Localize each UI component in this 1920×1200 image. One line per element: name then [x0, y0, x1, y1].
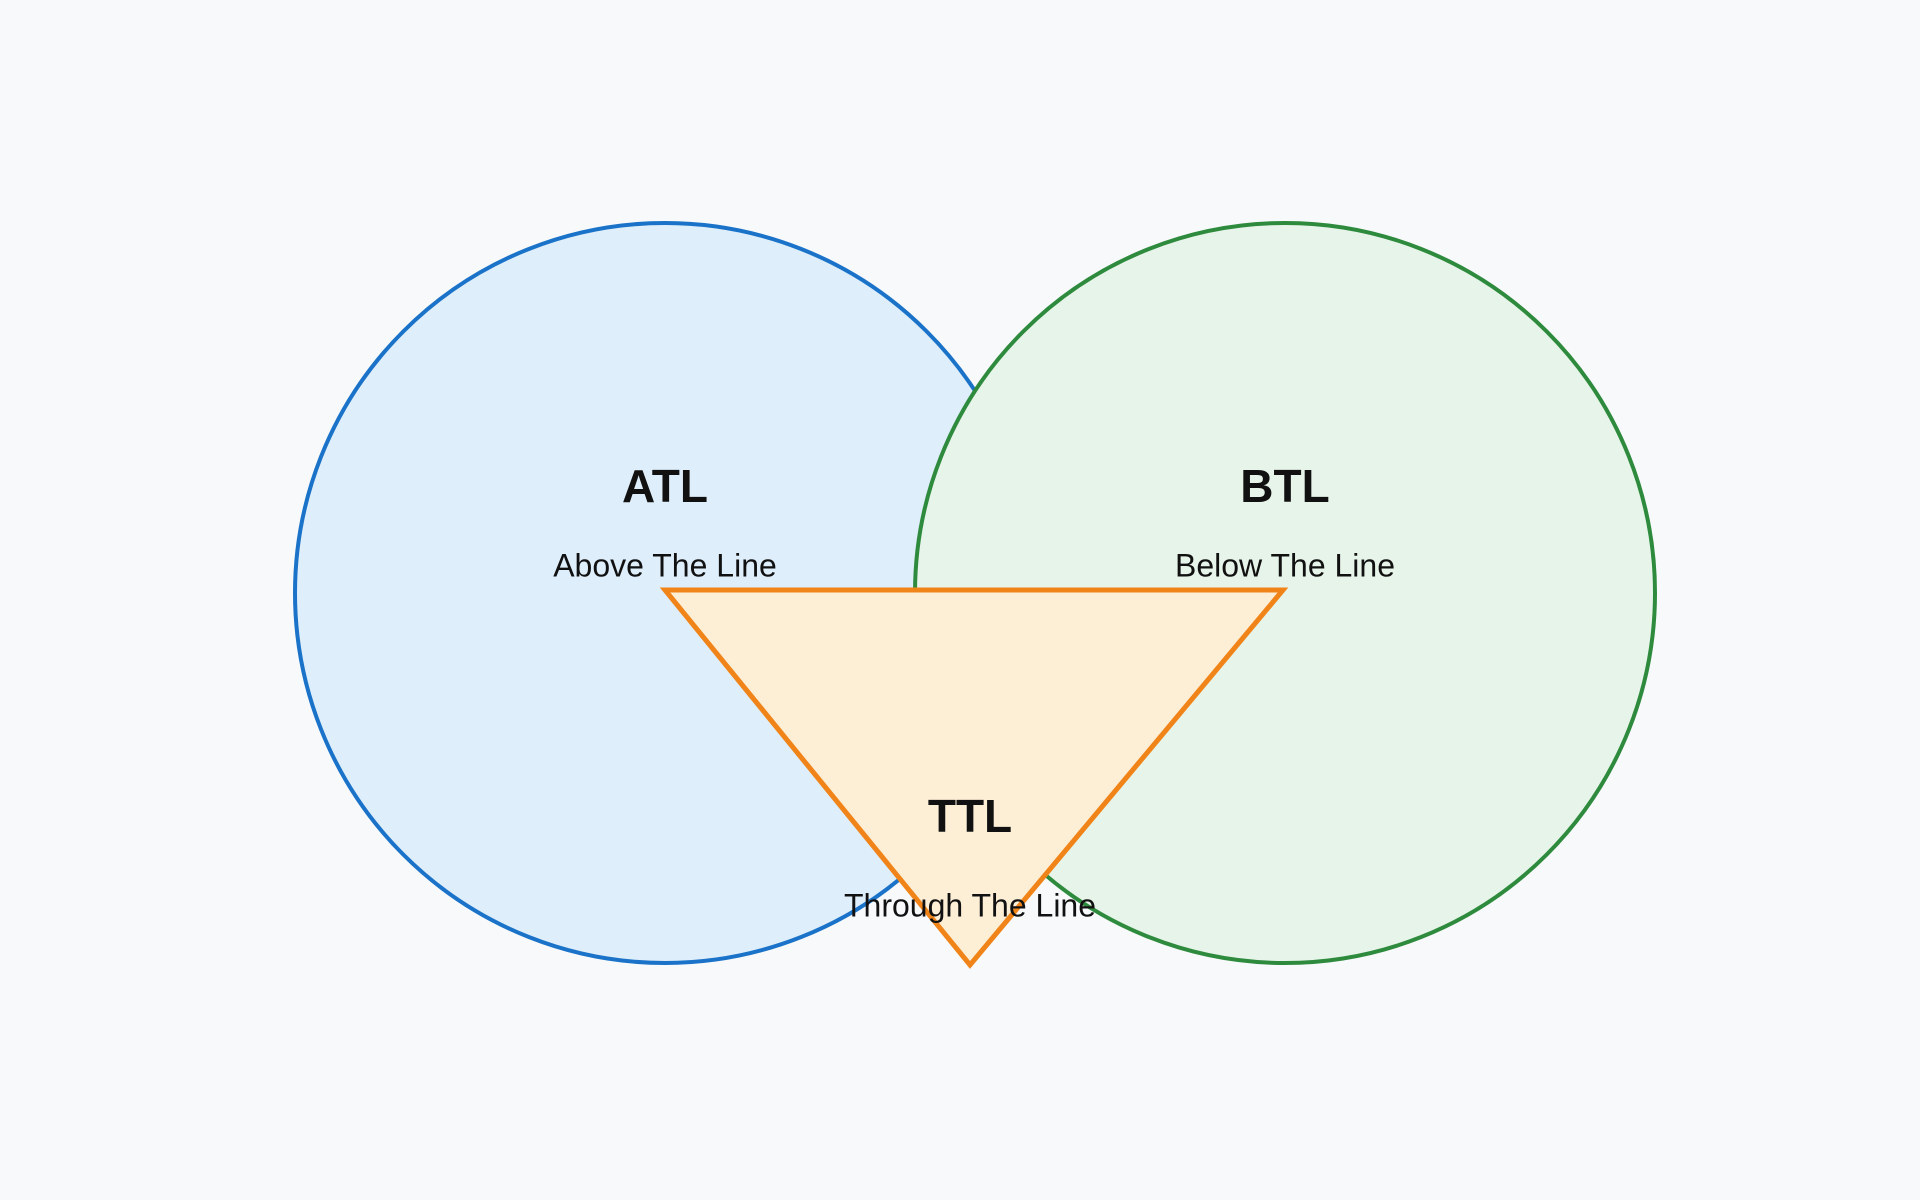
ttl-full-name-label: Through The Line [844, 887, 1096, 923]
atl-abbreviation-label: ATL [622, 460, 708, 512]
ttl-abbreviation-label: TTL [928, 790, 1012, 842]
ttl-triangle[interactable] [659, 587, 1289, 969]
btl-abbreviation-label: BTL [1240, 460, 1329, 512]
btl-full-name-label: Below The Line [1175, 547, 1395, 583]
atl-full-name-label: Above The Line [553, 547, 777, 583]
